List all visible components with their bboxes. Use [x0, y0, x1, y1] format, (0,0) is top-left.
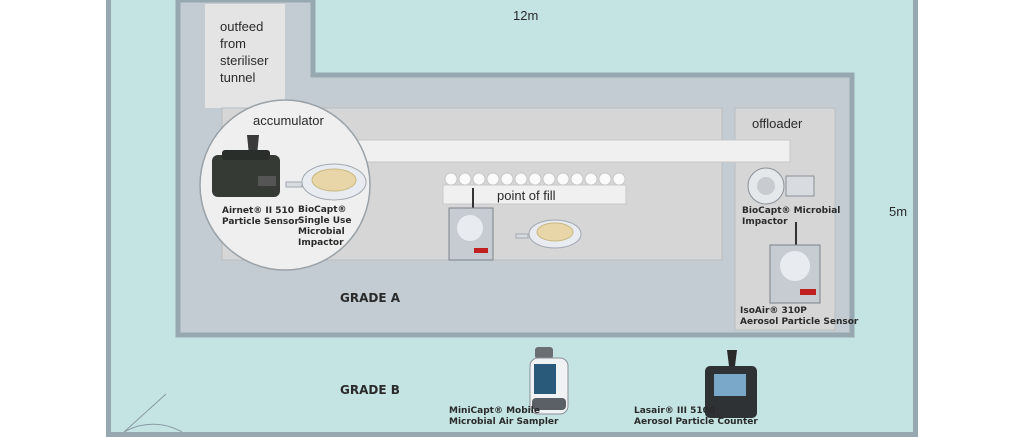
vial-row	[444, 172, 626, 186]
impactor-dish-icon	[747, 167, 815, 205]
biocapt-microbial-caption: BioCapt® Microbial Impactor	[742, 206, 841, 227]
vial-icon	[528, 172, 542, 186]
vial-icon	[514, 172, 528, 186]
width-dimension: 5m	[889, 204, 908, 219]
counter-device-icon	[705, 350, 757, 418]
lasair-caption: Lasair® III 5100 Aerosol Particle Counte…	[634, 406, 758, 427]
vial-icon	[612, 172, 626, 186]
biocapt-single-caption: BioCapt® Single Use Microbial Impactor	[298, 205, 352, 248]
vial-icon	[486, 172, 500, 186]
point-of-fill-label: point of fill	[497, 188, 556, 203]
handheld-sampler-icon	[529, 347, 569, 415]
sensor-device-icon	[769, 222, 821, 304]
airnet-caption: Airnet® II 510 Particle Sensor	[222, 206, 299, 227]
vial-icon	[542, 172, 556, 186]
vial-icon	[570, 172, 584, 186]
impactor-dish-icon	[285, 163, 367, 201]
length-dimension: 12m	[513, 8, 539, 23]
outfeed-label: outfeed from steriliser tunnel	[220, 19, 269, 85]
conveyor	[299, 139, 791, 163]
vial-icon	[472, 172, 486, 186]
impactor-dish-icon	[515, 219, 582, 249]
vial-icon	[598, 172, 612, 186]
offloader-label: offloader	[752, 116, 803, 131]
vial-icon	[584, 172, 598, 186]
grade-a-label: GRADE A	[340, 291, 400, 305]
door-swing-icon	[123, 393, 183, 433]
vial-icon	[444, 172, 458, 186]
accumulator-label: accumulator	[253, 113, 324, 128]
vial-icon	[556, 172, 570, 186]
sensor-device-icon	[212, 135, 280, 197]
outfeed-tunnel	[205, 4, 285, 108]
minicapt-caption: MiniCapt® Mobile Microbial Air Sampler	[449, 406, 559, 427]
vial-icon	[458, 172, 472, 186]
isoair-caption: IsoAir® 310P Aerosol Particle Sensor	[740, 306, 859, 327]
sensor-device-icon	[448, 188, 494, 261]
grade-b-label: GRADE B	[340, 383, 400, 397]
vial-icon	[500, 172, 514, 186]
accumulator-circle	[199, 99, 371, 271]
